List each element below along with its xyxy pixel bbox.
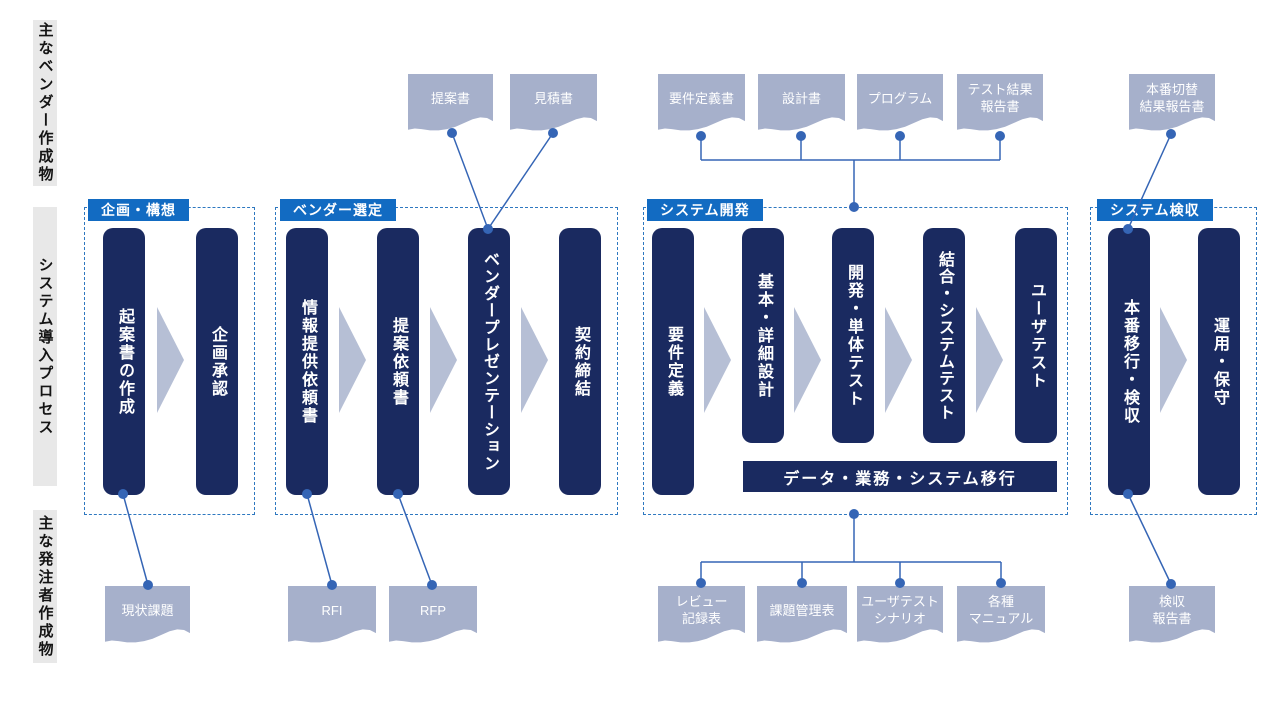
- section-box-vendor-selection: [275, 207, 618, 515]
- step-production-migration-acceptance: 本番移行・検収: [1108, 228, 1150, 495]
- step-contract-conclusion: 契約締結: [559, 228, 601, 495]
- step-rfp-request: 提案依頼書: [377, 228, 419, 495]
- connector-dot: [995, 131, 1005, 141]
- step-basic-detailed-design: 基本・詳細設計: [742, 228, 784, 443]
- step-vendor-presentation: ベンダープレゼンテーション: [468, 228, 510, 495]
- step-requirements-definition: 要件定義: [652, 228, 694, 495]
- section-header-vendor-selection: ベンダー選定: [280, 199, 396, 221]
- doc-cutover-result-report: 本番切替 結果報告書: [1129, 74, 1215, 131]
- section-header-system-acceptance: システム検収: [1097, 199, 1213, 221]
- step-plan-approval: 企画承認: [196, 228, 238, 495]
- section-header-system-development: システム開発: [647, 199, 763, 221]
- doc-test-result-report: テスト結果 報告書: [957, 74, 1043, 131]
- doc-design: 設計書: [758, 74, 845, 131]
- doc-rfp: RFP: [389, 586, 477, 643]
- connector-dot: [696, 131, 706, 141]
- doc-rfi: RFI: [288, 586, 376, 643]
- doc-review-record: レビュー 記録表: [658, 586, 745, 643]
- doc-issue-management: 課題管理表: [757, 586, 847, 643]
- step-draft-proposal: 起案書の作成: [103, 228, 145, 495]
- doc-manuals: 各種 マニュアル: [957, 586, 1045, 643]
- connector-dot: [895, 131, 905, 141]
- doc-acceptance-report: 検収 報告書: [1129, 586, 1215, 643]
- step-integration-system-test: 結合・システムテスト: [923, 228, 965, 443]
- connector-dot: [447, 128, 457, 138]
- doc-program: プログラム: [857, 74, 943, 131]
- side-label-orderer-deliverables: 主な発注者作成物: [33, 510, 57, 663]
- step-rfi-request: 情報提供依頼書: [286, 228, 328, 495]
- doc-proposal: 提案書: [408, 74, 493, 131]
- connector-dot: [796, 131, 806, 141]
- step-dev-unit-test: 開発・単体テスト: [832, 228, 874, 443]
- doc-requirements-spec: 要件定義書: [658, 74, 745, 131]
- doc-user-test-scenario: ユーザテスト シナリオ: [857, 586, 943, 643]
- side-label-implementation-process: システム導入プロセス: [33, 207, 57, 486]
- step-operation-maintenance: 運用・保守: [1198, 228, 1240, 495]
- connector-dot: [548, 128, 558, 138]
- section-header-planning: 企画・構想: [88, 199, 189, 221]
- doc-estimate: 見積書: [510, 74, 597, 131]
- step-user-test: ユーザテスト: [1015, 228, 1057, 443]
- doc-current-issues: 現状課題: [105, 586, 190, 643]
- migration-bar: データ・業務・システム移行: [743, 461, 1057, 492]
- connector-dot: [1166, 129, 1176, 139]
- side-label-vendor-deliverables: 主なベンダー作成物: [33, 20, 57, 186]
